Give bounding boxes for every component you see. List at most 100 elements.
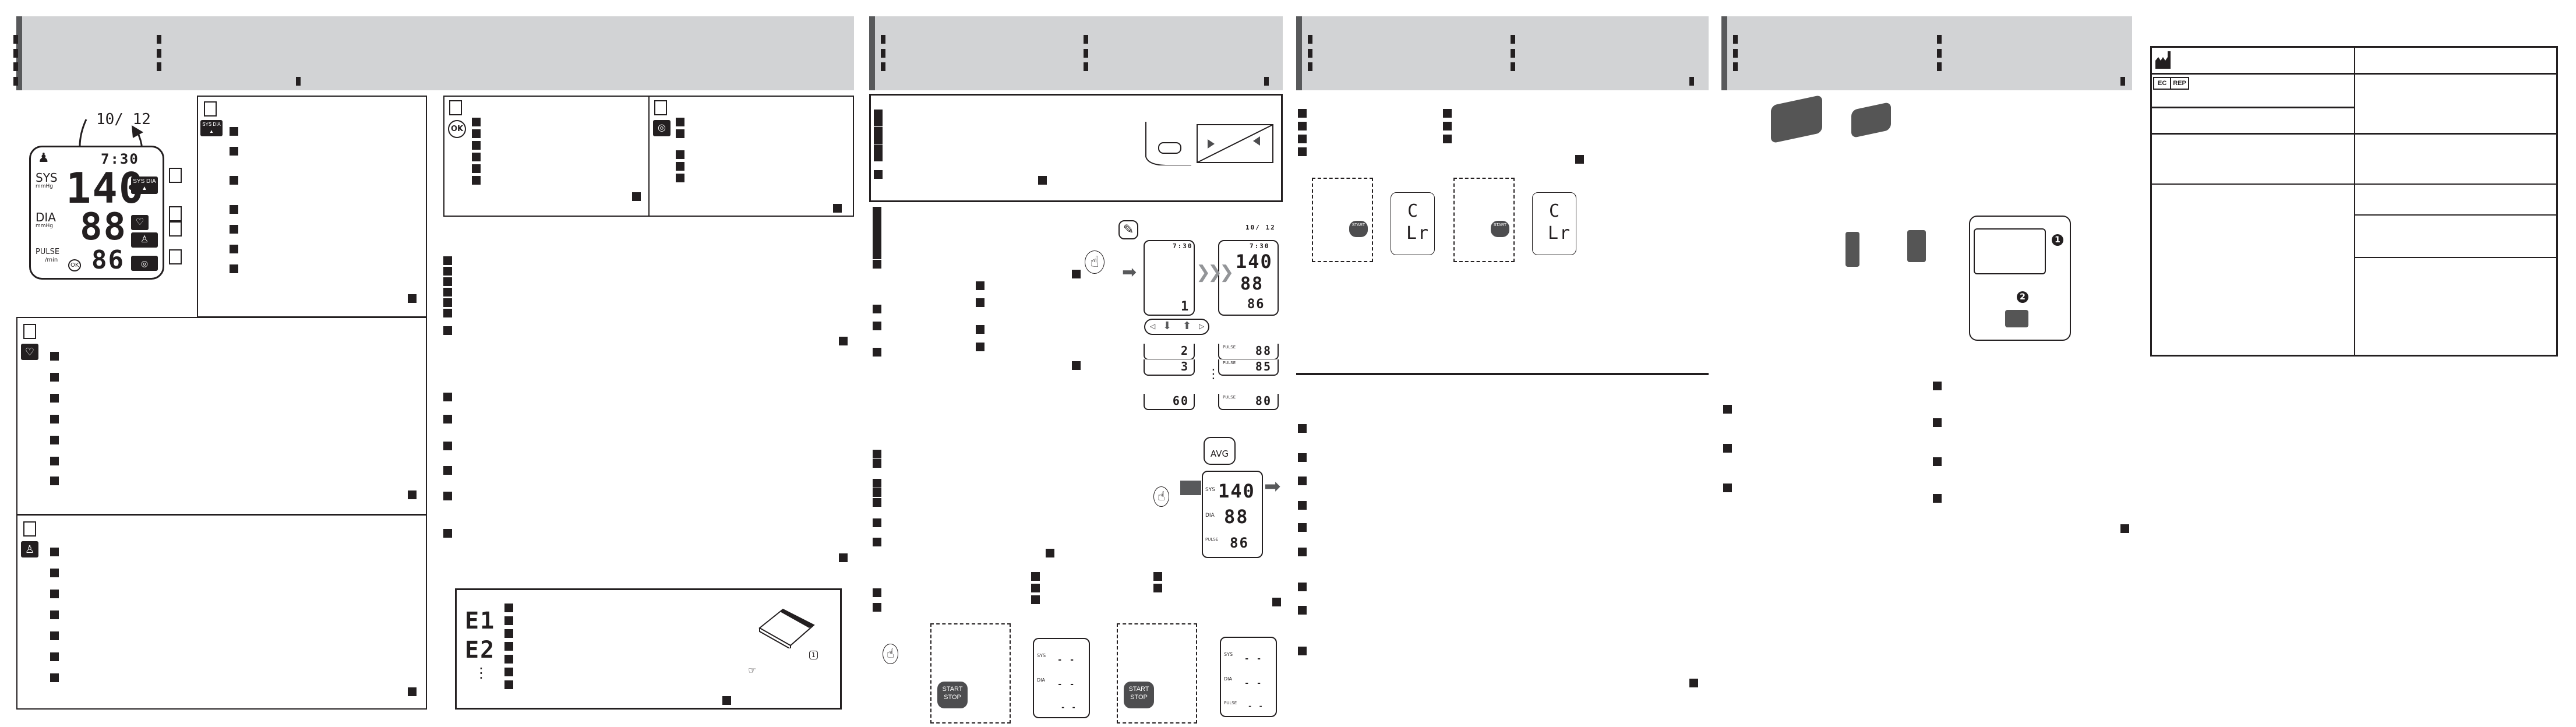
redacted-text-marker (1084, 62, 1088, 71)
memory-nav-buttons: ◁ ⬇ ⬆ ▷ (1144, 319, 1209, 335)
redacted-text-marker (873, 242, 881, 250)
redacted-text-marker (873, 305, 881, 313)
chevrons-icon: ❯❯❯ (1196, 262, 1234, 283)
table-row-divider (2152, 73, 2556, 75)
redacted-text-marker (676, 162, 684, 171)
up-arrow-icon: ⬆ (1183, 320, 1192, 332)
body-movement-icon: ♙ (21, 541, 38, 557)
redacted-text-marker (873, 450, 881, 458)
manufacturer-table: EC REP (2150, 46, 2558, 357)
header-bar-panel-4 (1721, 16, 2132, 90)
dia-unit: mmHg (36, 223, 54, 229)
redacted-text-marker (13, 62, 18, 71)
rep-label: REP (2173, 80, 2186, 87)
redacted-text-marker (50, 415, 59, 424)
avg-sys-label: SYS (1205, 487, 1215, 493)
start-label: START (1351, 223, 1365, 227)
start-stop-button[interactable]: START (1491, 221, 1509, 237)
blank-sys: - - (1244, 654, 1263, 664)
redacted-text-marker (1511, 62, 1515, 71)
redacted-text-marker (1298, 583, 1307, 591)
sys-dia-level-icon: SYS DIA ▲ (131, 177, 158, 194)
memory-button-icon: ✎ (1118, 220, 1139, 239)
blank-dia-label: DIA (1224, 676, 1232, 682)
redacted-text-marker (1308, 62, 1312, 71)
redacted-text-marker (1689, 679, 1698, 687)
redacted-text-marker (1298, 523, 1307, 532)
redacted-text-marker (472, 141, 481, 150)
redacted-text-marker (504, 680, 513, 689)
redacted-text-marker (873, 603, 881, 612)
lcd-date: 10/ 12 (96, 111, 151, 128)
press-memory-hand-icon: ☝ (1153, 486, 1170, 507)
redacted-text-marker (873, 260, 881, 269)
memory-index: 1 (1181, 299, 1190, 314)
redacted-text-marker (839, 337, 848, 345)
sys-dia-level-icon: SYS DIA ▲ (200, 120, 223, 136)
redacted-text-marker (874, 118, 883, 126)
user-manual-booklet-icon (758, 608, 815, 648)
redacted-text-marker (443, 298, 452, 307)
header-strip (869, 16, 875, 90)
redacted-text-marker (1298, 647, 1307, 655)
redacted-text-marker (873, 498, 881, 507)
clear-line1: C (1549, 201, 1561, 221)
memory-sequence-number: 60 (1172, 394, 1189, 408)
plugged-adapter-illustration (2005, 310, 2028, 327)
redacted-text-marker (443, 256, 452, 265)
redacted-text-marker (874, 110, 883, 118)
redacted-text-marker (873, 459, 881, 468)
redacted-text-marker (1153, 584, 1162, 592)
redacted-text-marker (50, 394, 59, 403)
redacted-text-marker (1733, 35, 1738, 44)
ec-rep-symbol: EC REP (2153, 77, 2189, 90)
redacted-text-marker (1723, 444, 1732, 453)
redacted-text-marker (443, 277, 452, 286)
redacted-text-marker (676, 129, 684, 138)
cuff-wrap-box: ◎ (648, 96, 854, 217)
blank-sys-label: SYS (1037, 653, 1046, 658)
redacted-text-marker (874, 144, 883, 153)
redacted-text-marker (2120, 77, 2125, 86)
redacted-text-marker (472, 129, 481, 138)
redacted-text-marker (873, 224, 881, 233)
down-arrow-icon: ⬇ (1163, 320, 1172, 332)
redacted-text-marker (1298, 135, 1307, 143)
memory-sequence-row: 60 (1144, 394, 1195, 410)
start-label: START (1493, 223, 1507, 227)
lcd-time: 7:30 (101, 151, 139, 167)
error-code-e1: E1 (465, 608, 496, 634)
redacted-text-marker (1443, 109, 1452, 118)
callout-box (169, 168, 182, 183)
section-checkbox (204, 101, 217, 117)
redacted-text-marker (1298, 453, 1307, 462)
redacted-text-marker (1308, 35, 1312, 44)
redacted-text-marker (1933, 457, 1942, 466)
clear-press-illustration: START (1312, 178, 1373, 262)
redacted-text-marker (1046, 549, 1054, 557)
redacted-text-marker (976, 281, 984, 290)
avg-label: AVG (1210, 449, 1229, 459)
redacted-text-marker (1733, 62, 1738, 71)
redacted-text-marker (443, 288, 452, 297)
redacted-text-marker (1298, 606, 1307, 615)
blank-dia: - - (1057, 680, 1076, 689)
redacted-text-marker (1511, 35, 1515, 44)
redacted-text-marker (157, 35, 161, 44)
left-arrow-icon: ◁ (1150, 322, 1156, 330)
blank-pulse: - - (1248, 702, 1264, 710)
redacted-text-marker (13, 77, 18, 86)
avg-dia-label: DIA (1205, 513, 1215, 518)
redacted-text-marker (50, 673, 59, 682)
memory-sequence-row: 3 (1144, 359, 1195, 376)
arrow-right-icon: ➡ (1264, 475, 1281, 498)
redacted-text-marker (1038, 176, 1047, 185)
start-stop-button[interactable]: START (1349, 221, 1368, 237)
redacted-text-marker (443, 267, 452, 276)
redacted-text-marker (13, 49, 18, 58)
redacted-text-marker (408, 490, 417, 499)
irregular-heartbeat-box: ♡ (16, 317, 427, 515)
clear-line2: Lr (1406, 223, 1430, 243)
